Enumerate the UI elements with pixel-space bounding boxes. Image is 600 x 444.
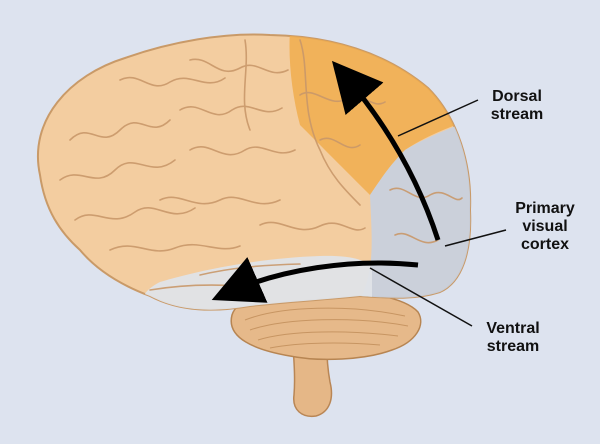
dorsal-label-line-1: Dorsal (492, 88, 542, 105)
ventral-stream-arrow (211, 257, 419, 303)
dorsal-label-line-2: stream (490, 106, 544, 123)
primary-label-line-1: Primary (515, 200, 575, 217)
dorsal-stream-label: Dorsal stream (482, 88, 552, 124)
ventral-label-line-2: stream (486, 338, 540, 355)
dorsal-leader-line (397, 99, 479, 137)
primary-leader-line (444, 229, 507, 247)
ventral-stream-label: Ventral stream (478, 320, 548, 356)
ventral-leader-line (369, 267, 473, 327)
primary-label-line-2: visual (522, 218, 568, 235)
primary-label-line-3: cortex (520, 236, 570, 253)
dorsal-stream-arrow (331, 60, 441, 241)
primary-visual-cortex-label: Primary visual cortex (510, 200, 580, 254)
ventral-label-line-1: Ventral (486, 320, 540, 337)
visual-cortex-region (360, 120, 471, 300)
